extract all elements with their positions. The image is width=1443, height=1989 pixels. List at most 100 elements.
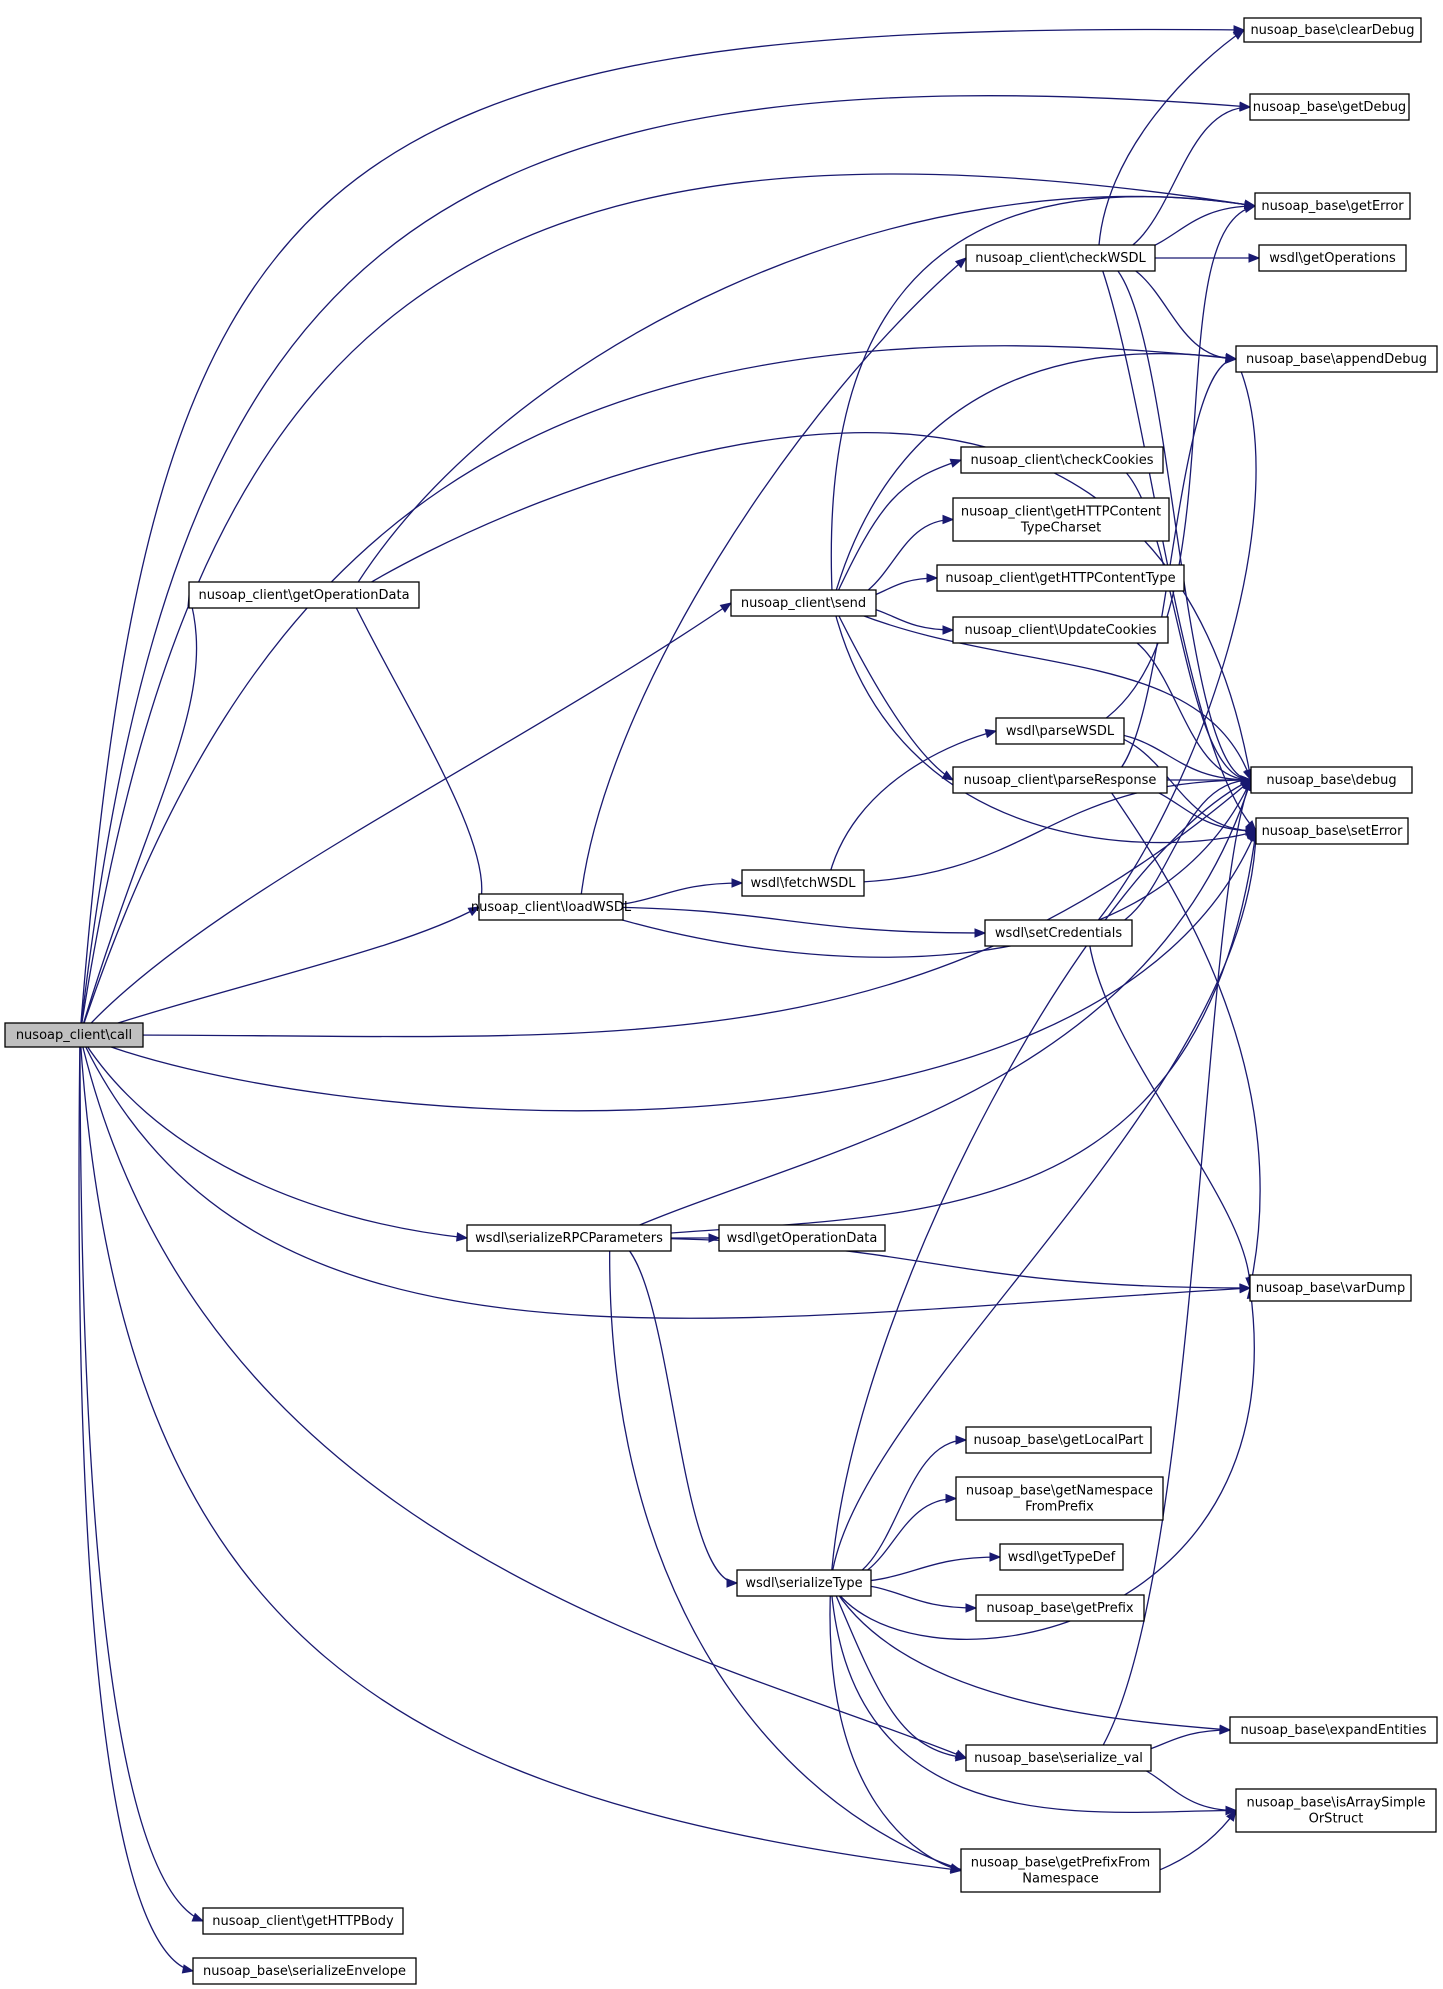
node-box [1250,766,1413,794]
node-label: nusoap_client\send [741,596,866,611]
node-checkCookies[interactable]: nusoap_client\checkCookies [960,446,1164,474]
node-box [965,1744,1152,1772]
node-clearDebug[interactable]: nusoap_base\clearDebug [1243,17,1422,43]
edge-call-to-serialize_val [79,1034,967,1759]
edge-send-to-setError [831,602,1257,844]
node-box [192,1957,417,1985]
node-debug[interactable]: nusoap_base\debug [1250,766,1413,794]
node-getHTTPBody[interactable]: nusoap_client\getHTTPBody [202,1907,404,1935]
node-box [965,244,1156,272]
edge-serializeRPCParameters-to-setError [609,830,1257,1239]
edge-fetchWSDL-to-parseWSDL [826,730,997,884]
node-label: wsdl\setCredentials [995,926,1122,941]
node-label: wsdl\getTypeDef [1008,1550,1116,1565]
node-setCredentials[interactable]: wsdl\setCredentials [984,919,1133,947]
node-box [478,893,624,921]
arrowhead-send-to-getHTTPContentType [926,573,939,583]
edge-call-to-debug [79,779,1252,1038]
node-getDebug[interactable]: nusoap_base\getDebug [1249,93,1410,121]
node-parseResponse[interactable]: nusoap_client\parseResponse [952,766,1168,794]
edge-parseResponse-to-varDump [1102,779,1261,1289]
edge-getOperationData-to-getError [349,195,1256,596]
node-box [1235,345,1438,373]
node-getLocalPart[interactable]: nusoap_base\getLocalPart [965,1426,1152,1454]
edge-serializeType-to-setError [830,830,1257,1584]
edges-layer [78,25,1261,1974]
node-box [984,919,1133,947]
edge-serializeType-to-serialize_val [830,1582,967,1759]
node-box [1254,192,1411,220]
node-getOperationData[interactable]: nusoap_client\getOperationData [188,581,420,609]
arrowhead-checkWSDL-to-getOperations [1248,253,1261,263]
node-label: nusoap_base\setError [1262,824,1404,839]
node-serializeEnvelope[interactable]: nusoap_base\serializeEnvelope [192,1957,417,1985]
node-varDump[interactable]: nusoap_base\varDump [1249,1274,1412,1302]
arrowhead-serializeType-to-getLocalPart [955,1435,968,1445]
arrowhead-serializeRPCParameters-to-serializeType [726,1578,739,1588]
node-label: nusoap_client\getOperationData [198,588,409,603]
arrowhead-call-to-loadWSDL [467,906,481,917]
node-appendDebug[interactable]: nusoap_base\appendDebug [1235,345,1438,373]
arrowhead-call-to-getHTTPBody [191,1912,205,1922]
node-serialize_val[interactable]: nusoap_base\serialize_val [965,1744,1152,1772]
node-label: nusoap_base\serialize_val [974,1751,1143,1766]
node-parseWSDL[interactable]: wsdl\parseWSDL [995,717,1125,745]
edge-UpdateCookies-to-debug [1103,629,1252,781]
node-getPrefix[interactable]: nusoap_base\getPrefix [975,1594,1145,1622]
node-label: FromPrefix [1025,1500,1094,1515]
edge-setCredentials-to-varDump [1087,932,1251,1289]
node-box [741,869,865,897]
arrowhead-serializeType-to-getPrefix [965,1603,978,1613]
node-label: wsdl\serializeType [745,1576,862,1591]
node-label: nusoap_client\loadWSDL [471,900,632,915]
node-box [936,564,1185,592]
node-call[interactable]: nusoap_client\call [4,1022,144,1048]
node-getError[interactable]: nusoap_base\getError [1254,192,1411,220]
node-fetchWSDL[interactable]: wsdl\fetchWSDL [741,869,865,897]
node-setError[interactable]: nusoap_base\setError [1255,817,1409,845]
node-label: wsdl\parseWSDL [1006,724,1115,739]
arrowhead-serializeRPCParameters-to-varDump [1239,1283,1252,1293]
arrowhead-parseWSDL-to-setError [1245,826,1258,836]
edge-serializeType-to-expandEntities [830,1582,1231,1731]
node-UpdateCookies[interactable]: nusoap_client\UpdateCookies [952,616,1169,644]
node-getHTTPContentType[interactable]: nusoap_client\getHTTPContentType [936,564,1185,592]
node-serializeType[interactable]: wsdl\serializeType [736,1569,872,1597]
node-box [1255,817,1409,845]
arrowhead-serialize_val-to-isArraySimpleOrStruct [1225,1805,1238,1816]
edge-send-to-checkCookies [831,459,962,604]
arrowhead-serializeRPCParameters-to-isArraySimpleOrStruct [1226,1809,1237,1822]
node-box [952,497,1170,542]
edge-call-to-serializeEnvelope [78,1034,194,1972]
edge-checkCookies-to-debug [1102,459,1252,781]
node-box [1258,244,1407,272]
node-getTypeDef[interactable]: wsdl\getTypeDef [999,1543,1124,1571]
node-loadWSDL[interactable]: nusoap_client\loadWSDL [471,893,632,921]
node-wsdlGetOperationData[interactable]: wsdl\getOperationData [718,1224,886,1252]
edge-call-to-setError [79,830,1257,1112]
node-send[interactable]: nusoap_client\send [730,589,877,617]
arrowhead-loadWSDL-to-fetchWSDL [731,878,744,888]
node-box [995,717,1125,745]
edge-getOperationData-to-loadWSDL [349,594,483,908]
node-label: nusoap_client\getHTTPContent [961,505,1161,520]
arrowhead-checkWSDL-to-clearDebug [1232,29,1246,40]
arrowhead-serializeType-to-getPrefixFromNamespace [949,1863,963,1873]
node-expandEntities[interactable]: nusoap_base\expandEntities [1229,1716,1438,1744]
edge-checkWSDL-to-clearDebug [1097,29,1245,259]
node-serializeRPCParameters[interactable]: wsdl\serializeRPCParameters [466,1224,672,1252]
node-getOperations[interactable]: wsdl\getOperations [1258,244,1407,272]
edge-call-to-serializeRPCParameters [79,1034,468,1239]
edge-serializeType-to-debug [830,779,1252,1584]
node-checkWSDL[interactable]: nusoap_client\checkWSDL [965,244,1156,272]
node-label: nusoap_base\debug [1266,773,1396,788]
node-label: wsdl\serializeRPCParameters [475,1231,663,1246]
edge-send-to-getError [830,195,1256,604]
edge-serializeRPCParameters-to-debug [609,779,1252,1239]
edge-serializeType-to-isArraySimpleOrStruct [830,1582,1237,1814]
